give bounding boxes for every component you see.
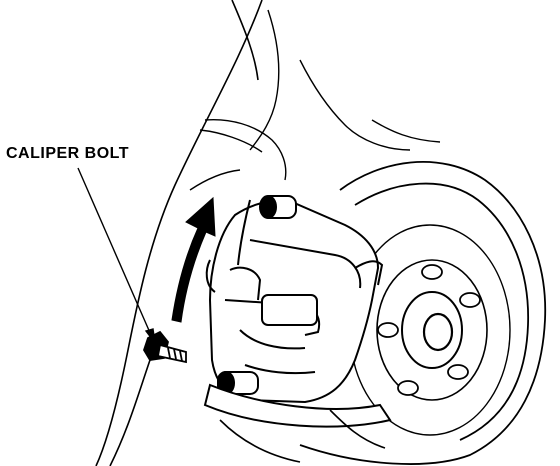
rotation-arrow [171,196,216,323]
caliper-bolt-label: CALIPER BOLT [6,145,130,162]
caliper-bolt-icon [143,330,187,364]
wheel-hub [376,259,488,401]
suspension-lines [189,9,441,191]
caliper-bracket [203,195,392,428]
steering-knuckle [219,409,386,463]
brake-caliper [208,199,384,404]
lug-studs [377,264,481,396]
callout-leader [77,167,156,344]
wheel-well-outline [95,0,263,466]
